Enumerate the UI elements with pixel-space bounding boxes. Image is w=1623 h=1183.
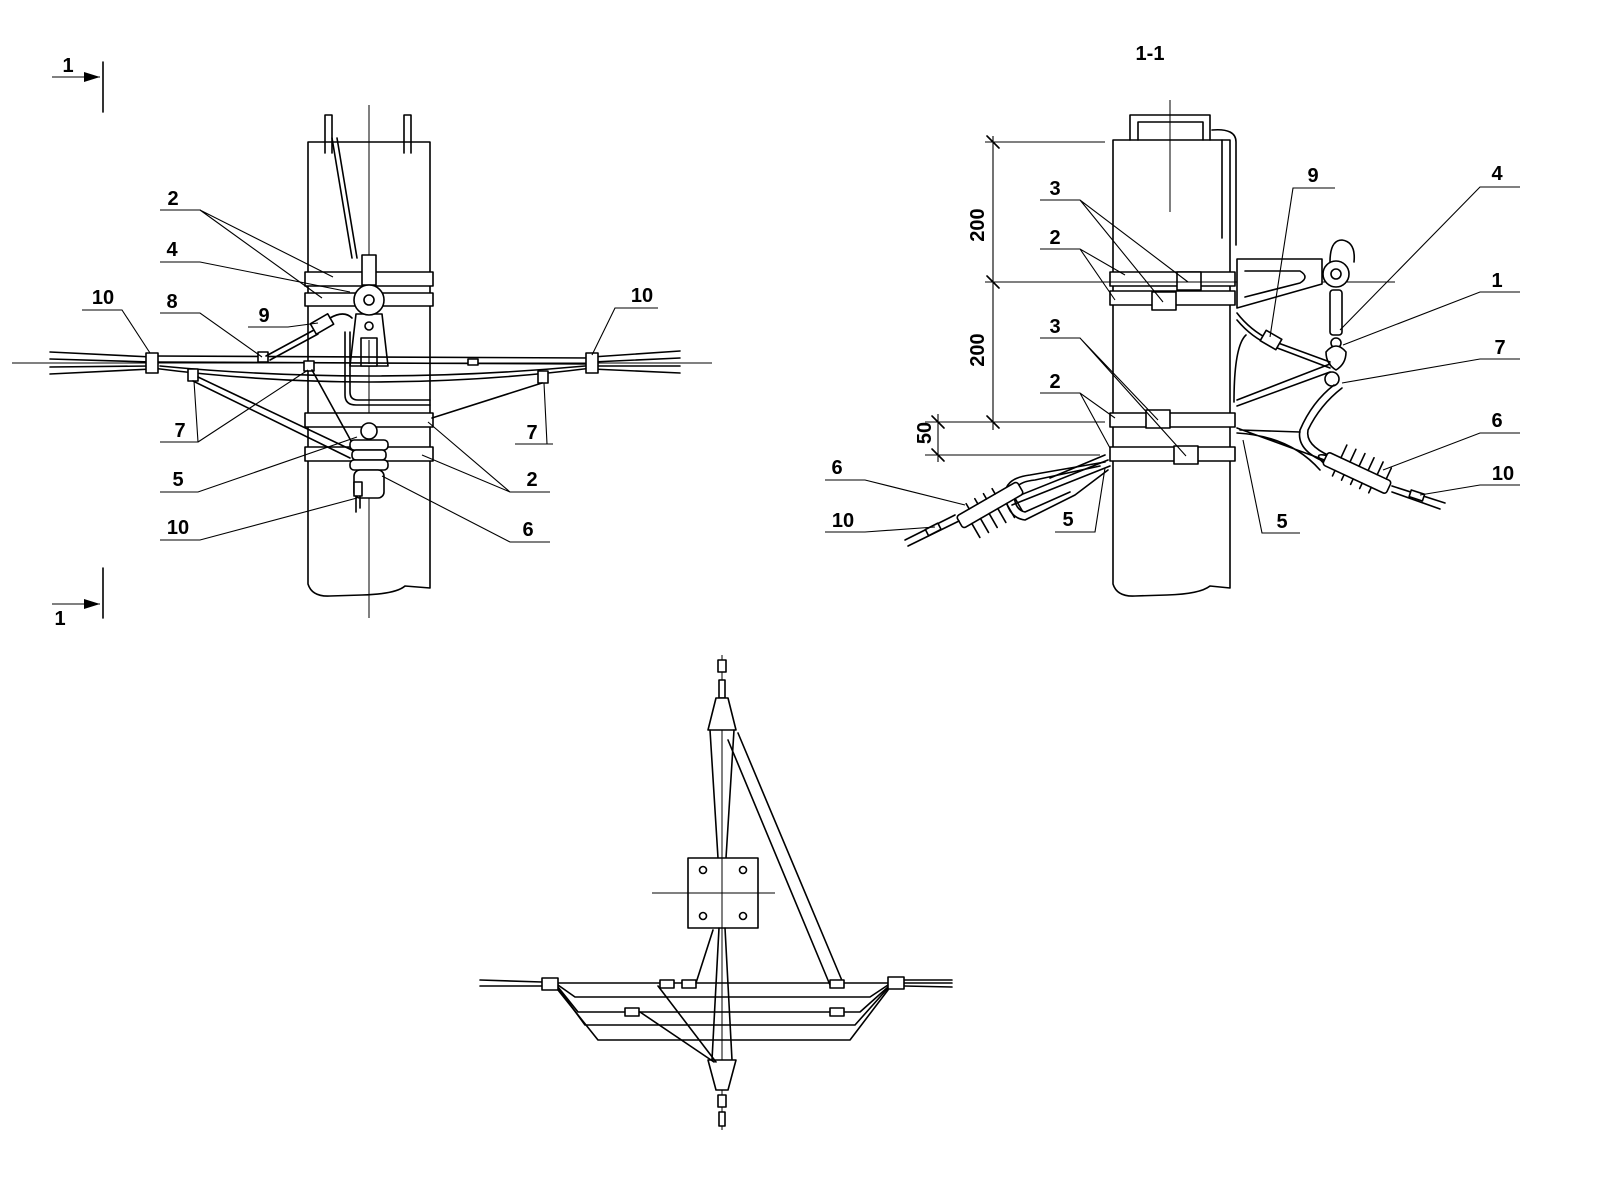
cable-left [904,514,960,547]
front-labels: 2 4 8 9 10 10 7 7 5 2 10 6 [82,188,658,543]
section-mark-top: 1 [52,55,104,113]
label-connector-left: 10 [92,287,114,309]
clamp-7-right [537,370,549,384]
label-clamp-8: 8 [166,291,177,313]
label-band-2: 2 [1049,227,1060,249]
suspension-rod [331,137,358,259]
end-fitting-bottom [717,1094,727,1127]
strap-left [1007,454,1111,506]
connector-left [145,352,159,374]
clamp-7-center [303,360,315,372]
dimensions: 200 200 50 [914,135,1395,462]
insulator-left [956,481,1024,539]
bent-rod-7 [1298,384,1343,463]
plan-struts [639,929,717,1063]
label-bolt-3: 3 [1049,178,1060,200]
support-strap [192,369,543,459]
connector-right [887,976,905,990]
top-rods [324,114,412,154]
hook-clamp [349,254,389,367]
dimension-upper: 200 [967,208,989,241]
hook-bracket [1236,239,1356,387]
label-cap-9: 9 [258,305,269,327]
label-cap-9: 9 [1307,165,1318,187]
spacer [467,358,479,366]
section-mark-bottom: 1 [52,567,104,630]
label-band-bottom: 2 [526,469,537,491]
label-connector-10-right: 10 [1492,463,1514,485]
label-bolt-3-lower: 3 [1049,316,1060,338]
cable-9 [1233,312,1331,403]
connector-left [541,977,559,991]
label-bracket-5-right: 5 [1276,511,1287,533]
label-hook: 4 [166,239,178,261]
plan-clamps [624,979,845,1017]
insulator-top [707,697,737,731]
label-bracket-5: 5 [172,469,183,491]
bent-rod [344,331,431,406]
label-insulator-6-left: 6 [831,457,842,479]
clamp-8 [257,351,269,363]
label-connector-right: 10 [631,285,653,307]
pole [1112,139,1231,597]
label-connector-bottom: 10 [167,517,189,539]
label-insulator-6: 6 [522,519,533,541]
stay-rod [1211,128,1237,246]
section-title: 1-1 [1136,43,1165,65]
section-mark-label: 1 [54,608,65,630]
front-view: 2 4 8 9 10 10 7 7 5 2 10 6 [12,105,712,618]
cap-9 [265,313,353,361]
cable-right [1391,485,1446,510]
plan-view [479,655,953,1130]
section-labels: 3 2 3 2 9 4 1 7 6 10 6 10 5 [825,163,1520,534]
strap-right [1236,427,1331,471]
cable-bundle [49,350,681,383]
label-hook-4: 4 [1491,163,1503,185]
label-rod-7: 7 [1494,337,1505,359]
diagonal-strap [727,732,844,986]
clamp-7-left [187,368,199,382]
label-bracket-5-left: 5 [1062,509,1073,531]
dimension-lower: 50 [914,422,936,444]
dimension-middle: 200 [967,333,989,366]
arrow-icon [84,599,100,609]
label-band: 2 [167,188,178,210]
support-strap [1236,363,1331,407]
label-clamp-7-right: 7 [526,422,537,444]
mounting-plate [652,835,775,950]
band-bolts [1145,271,1202,465]
connector-right [585,352,599,374]
taper-bottom [711,927,733,1061]
arrow-icon [84,72,100,82]
section-mark-label: 1 [62,55,73,77]
label-part-1: 1 [1491,270,1502,292]
insulator-bottom [707,1059,737,1091]
label-insulator-6-right: 6 [1491,410,1502,432]
insulator-right [1317,444,1393,494]
label-band-2-lower: 2 [1049,371,1060,393]
label-clamp-7-left: 7 [174,420,185,442]
section-view: 1-1 200 200 50 [825,43,1520,597]
label-connector-10-left: 10 [832,510,854,532]
